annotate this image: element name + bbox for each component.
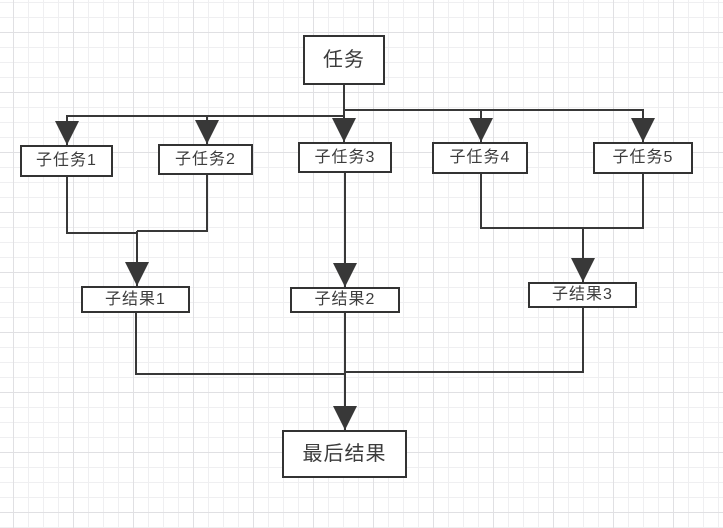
node-result3[interactable]: 子结果3 [528,282,637,308]
node-result1-label: 子结果1 [105,290,166,308]
node-subtask2[interactable]: 子任务2 [158,144,253,175]
node-final-result[interactable]: 最后结果 [282,430,407,478]
edge-result3-final[interactable] [345,308,584,373]
node-result2-label: 子结果2 [314,291,376,308]
node-subtask4-label: 子任务4 [449,149,511,166]
node-task-label: 任务 [323,49,365,71]
node-subtask1-label: 子任务1 [36,152,97,169]
edge-result1-final[interactable] [135,313,345,375]
node-subtask1[interactable]: 子任务1 [20,145,113,177]
edge-subtask1-result1[interactable] [66,177,137,234]
edge-task-subtask5[interactable] [343,85,655,142]
node-subtask2-label: 子任务2 [175,150,236,168]
node-final-result-label: 最后结果 [302,443,387,465]
node-subtask4[interactable]: 子任务4 [432,142,528,174]
node-subtask3[interactable]: 子任务3 [298,142,392,173]
edge-subtask5-result3[interactable] [583,174,644,229]
edge-subtask2-result1[interactable] [137,175,208,232]
edge-subtask4-result3[interactable] [480,174,583,229]
node-subtask5-label: 子任务5 [612,149,674,166]
node-result3-label: 子结果3 [552,286,613,303]
edge-task-subtask2[interactable] [195,85,345,144]
node-subtask3-label: 子任务3 [314,148,376,166]
node-subtask5[interactable]: 子任务5 [593,142,693,174]
node-result2[interactable]: 子结果2 [290,287,400,313]
node-task[interactable]: 任务 [303,35,385,85]
edge-task-subtask4[interactable] [343,85,493,142]
node-result1[interactable]: 子结果1 [81,286,190,313]
